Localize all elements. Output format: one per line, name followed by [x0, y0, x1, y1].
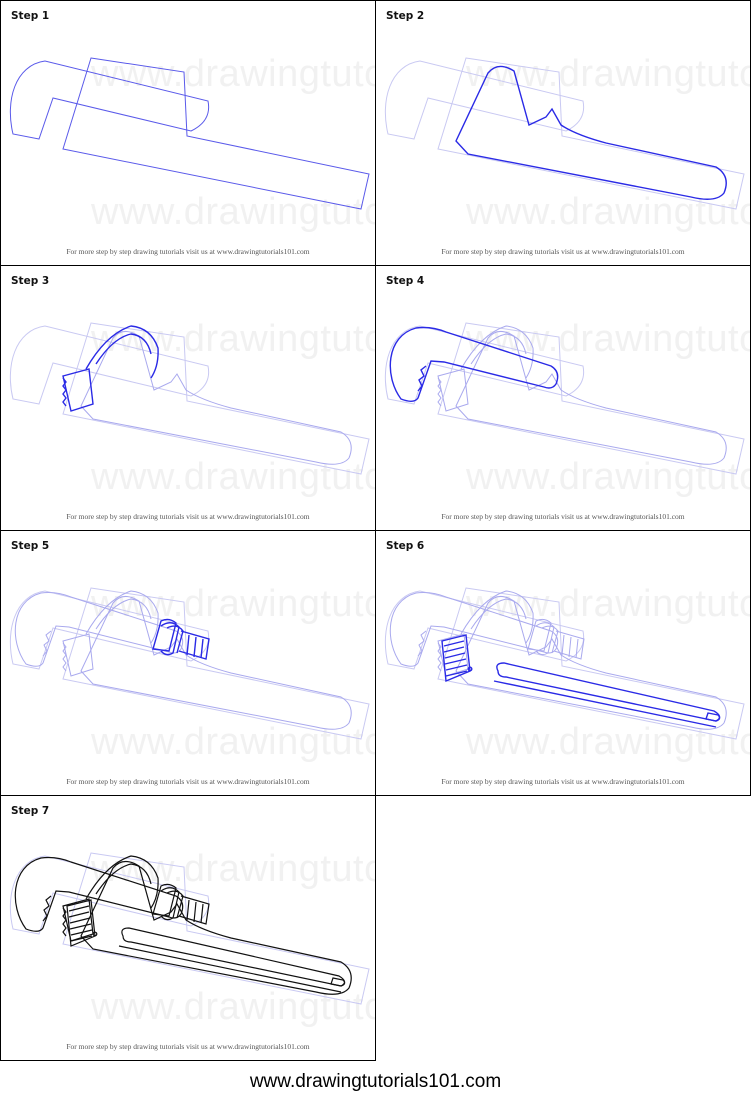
watermark: www.drawingtutorials101.com	[466, 583, 750, 625]
watermark: www.drawingtutorials101.com	[91, 986, 375, 1028]
step-4-drawing	[384, 322, 745, 475]
step-1-panel: www.drawingtutorials101.com www.drawingt…	[0, 0, 376, 266]
step-3-panel: www.drawingtutorials101.com www.drawingt…	[0, 265, 376, 531]
step-6-panel: www.drawingtutorials101.com www.drawingt…	[375, 530, 751, 796]
site-url: www.drawingtutorials101.com	[249, 1071, 502, 1092]
panel-credit: For more step by step drawing tutorials …	[441, 512, 685, 521]
watermark: www.drawingtutorials101.com	[466, 53, 750, 95]
watermark: www.drawingtutorials101.com	[91, 456, 375, 498]
step-label: Step 5	[11, 540, 50, 552]
panel-credit: For more step by step drawing tutorials …	[441, 777, 685, 786]
watermark: www.drawingtutorials101.com	[466, 318, 750, 360]
panel-credit: For more step by step drawing tutorials …	[441, 247, 685, 256]
step-label: Step 1	[11, 10, 50, 22]
adjusting-nut	[152, 618, 210, 660]
step-7-drawing	[9, 852, 370, 1005]
watermark: www.drawingtutorials101.com	[91, 721, 375, 763]
panel-credit: For more step by step drawing tutorials …	[66, 1042, 310, 1051]
step-label: Step 2	[386, 10, 425, 22]
step-5-drawing	[9, 587, 370, 740]
step-2-drawing	[384, 57, 745, 210]
watermark: www.drawingtutorials101.com	[91, 53, 375, 95]
guide-shapes	[9, 57, 370, 210]
step-6-drawing	[384, 587, 745, 740]
step-label: Step 6	[386, 540, 425, 552]
step-2-panel: www.drawingtutorials101.com www.drawingt…	[375, 0, 751, 266]
panel-credit: For more step by step drawing tutorials …	[66, 777, 310, 786]
watermark: www.drawingtutorials101.com	[91, 191, 375, 233]
step-label: Step 7	[11, 805, 50, 817]
step-label: Step 3	[11, 275, 50, 287]
step-7-panel: www.drawingtutorials101.com www.drawingt…	[0, 795, 376, 1061]
step-4-panel: www.drawingtutorials101.com www.drawingt…	[375, 265, 751, 531]
step-5-panel: www.drawingtutorials101.com www.drawingt…	[0, 530, 376, 796]
step-3-drawing	[9, 322, 370, 475]
step-label: Step 4	[386, 275, 425, 287]
watermark: www.drawingtutorials101.com	[91, 848, 375, 890]
watermark: www.drawingtutorials101.com	[466, 721, 750, 763]
panel-credit: For more step by step drawing tutorials …	[66, 512, 310, 521]
watermark: www.drawingtutorials101.com	[466, 191, 750, 233]
watermark: www.drawingtutorials101.com	[91, 583, 375, 625]
step-1-drawing	[9, 57, 370, 210]
watermark: www.drawingtutorials101.com	[466, 456, 750, 498]
panel-credit: For more step by step drawing tutorials …	[66, 247, 310, 256]
hook-jaw	[389, 326, 559, 402]
watermark: www.drawingtutorials101.com	[91, 318, 375, 360]
